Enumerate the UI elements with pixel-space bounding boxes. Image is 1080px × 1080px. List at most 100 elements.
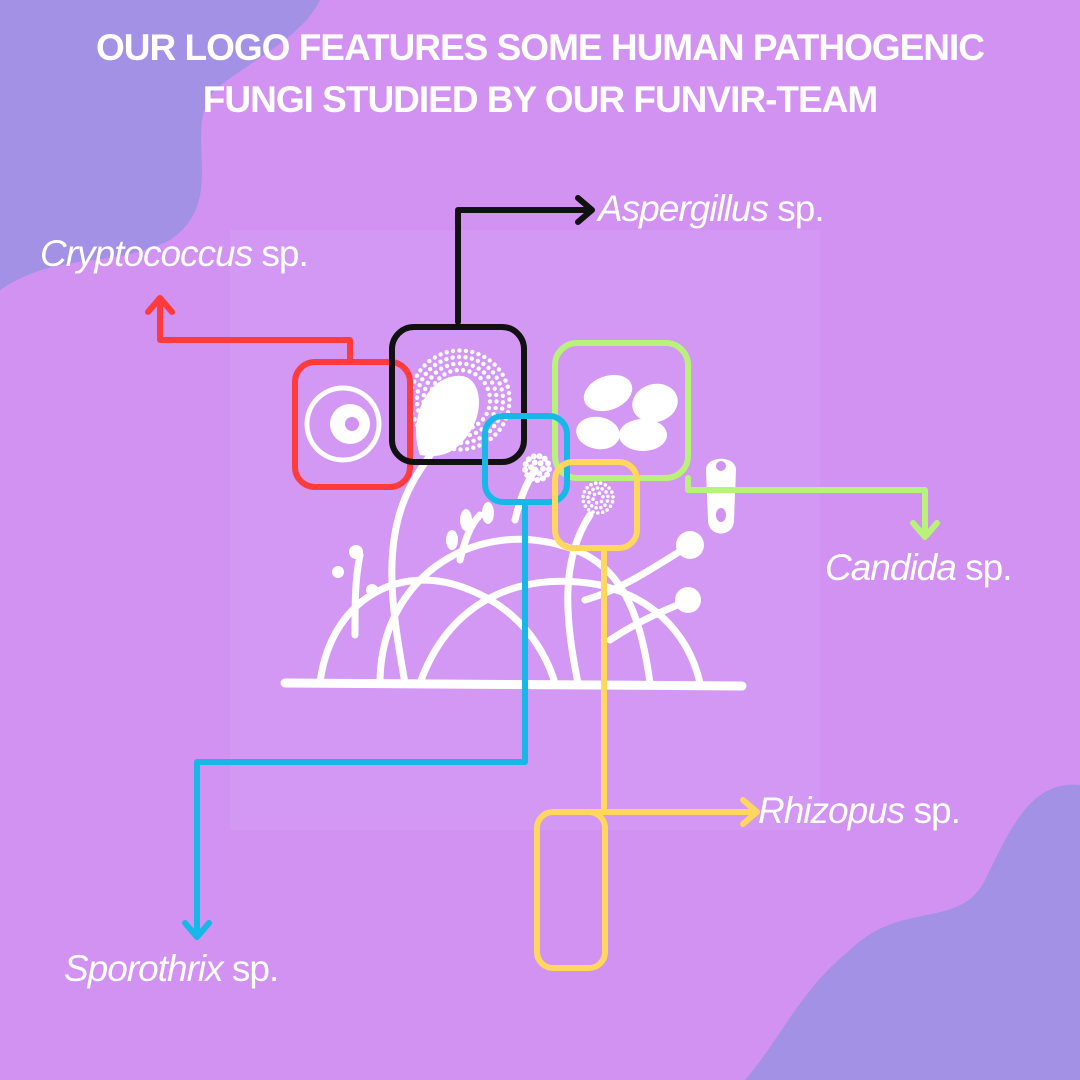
logo-dot xyxy=(461,434,466,439)
logo-dot xyxy=(463,348,469,354)
label-cryptococcus-suffix: sp. xyxy=(252,233,308,274)
label-cryptococcus: Cryptococcus sp. xyxy=(40,233,309,275)
callout-aspergillus xyxy=(389,195,595,465)
logo-dot xyxy=(437,376,442,381)
logo-dot xyxy=(427,418,432,423)
label-cryptococcus-genus: Cryptococcus xyxy=(40,233,253,274)
sporothrix-arrowhead xyxy=(182,920,212,940)
logo-dot xyxy=(540,465,546,472)
logo-dot xyxy=(428,437,433,442)
logo-ground-line xyxy=(280,678,747,691)
logo-dot xyxy=(506,403,512,409)
logo-dot xyxy=(458,447,463,452)
logo-dot xyxy=(415,423,420,428)
logo-dot xyxy=(595,486,600,490)
logo-dot xyxy=(440,436,445,442)
logo-dot xyxy=(493,405,498,411)
logo-dot xyxy=(599,505,603,510)
logo-dot xyxy=(427,366,433,372)
logo-dot xyxy=(456,354,462,360)
logo-dot xyxy=(599,499,604,504)
logo-dot xyxy=(432,381,438,386)
logo-dot xyxy=(420,377,425,382)
logo-dot xyxy=(451,446,457,452)
logo-dot xyxy=(429,375,434,380)
cryptococcus-leader xyxy=(157,297,353,365)
logo-dot xyxy=(471,438,476,443)
logo-dot xyxy=(539,475,546,482)
logo-dot xyxy=(428,405,434,411)
logo-dot xyxy=(476,351,481,357)
logo-dot xyxy=(414,395,420,400)
logo-dot xyxy=(585,485,589,490)
aspergillus-arrowhead xyxy=(575,195,595,225)
logo-dot xyxy=(536,470,543,477)
logo-dot xyxy=(499,406,505,411)
logo-dot xyxy=(433,440,438,446)
logo-dot xyxy=(591,487,595,492)
logo-bud-3 xyxy=(366,584,378,596)
callout-candida xyxy=(552,340,940,540)
logo-dot xyxy=(427,399,433,404)
logo-leaf-3 xyxy=(446,530,458,550)
logo-dot xyxy=(442,372,447,377)
label-candida-suffix: sp. xyxy=(955,547,1012,588)
logo-dot xyxy=(460,368,466,373)
logo-bud-1 xyxy=(349,545,363,559)
callout-rhizopus xyxy=(534,459,760,971)
callout-sporothrix xyxy=(182,413,570,940)
logo-dot xyxy=(454,434,460,439)
logo-dot xyxy=(486,405,492,411)
logo-dot xyxy=(471,445,476,450)
logo-dot xyxy=(528,475,535,482)
logo-dot xyxy=(424,412,429,417)
logo-dot xyxy=(493,432,498,437)
logo-rhizopus-spores xyxy=(581,481,615,515)
logo-dot xyxy=(484,411,489,417)
label-aspergillus-genus: Aspergillus xyxy=(598,188,769,229)
logo-dot xyxy=(458,440,464,446)
logo-dot xyxy=(470,425,475,430)
logo-dot xyxy=(448,433,453,438)
logo-branch-left-tip xyxy=(351,551,364,639)
logo-sporothrix-conidia xyxy=(522,453,552,483)
logo-dot xyxy=(581,499,586,504)
logo-dot xyxy=(525,456,532,463)
label-aspergillus-suffix: sp. xyxy=(767,188,824,229)
logo-dot xyxy=(451,427,456,432)
label-sporothrix-suffix: sp. xyxy=(222,948,279,989)
logo-dot xyxy=(435,417,440,422)
logo-dot xyxy=(541,455,548,462)
logo-dot xyxy=(432,355,437,360)
logo-hypha-left xyxy=(316,576,559,687)
logo-dot xyxy=(593,481,598,486)
logo-dot xyxy=(487,392,492,398)
logo-dot xyxy=(492,362,497,367)
logo-dot xyxy=(600,487,604,491)
logo-dot xyxy=(464,361,469,367)
logo-dot xyxy=(506,390,512,396)
logo-dot xyxy=(481,361,486,367)
logo-dot xyxy=(436,427,441,432)
logo-candida-capsule xyxy=(706,458,736,534)
logo-dot xyxy=(473,430,479,435)
logo-dot xyxy=(451,361,456,367)
logo-dot xyxy=(522,461,529,468)
logo-dot xyxy=(424,425,430,430)
logo-dot xyxy=(589,504,594,508)
logo-dot xyxy=(500,400,506,405)
logo-dot xyxy=(442,430,447,436)
aspergillus-box xyxy=(389,324,527,465)
logo-dot xyxy=(434,433,439,439)
logo-dot xyxy=(477,436,482,441)
logo-dot xyxy=(457,348,462,353)
logo-dot xyxy=(423,433,428,438)
logo-dot xyxy=(594,506,598,510)
logo-dot xyxy=(581,494,585,499)
candida-arrowhead xyxy=(910,520,940,540)
logo-dot xyxy=(486,365,491,370)
logo-dot xyxy=(524,472,531,479)
logo-sporangiophore-stalk xyxy=(564,511,594,687)
logo-candida-cell-2 xyxy=(632,383,678,423)
